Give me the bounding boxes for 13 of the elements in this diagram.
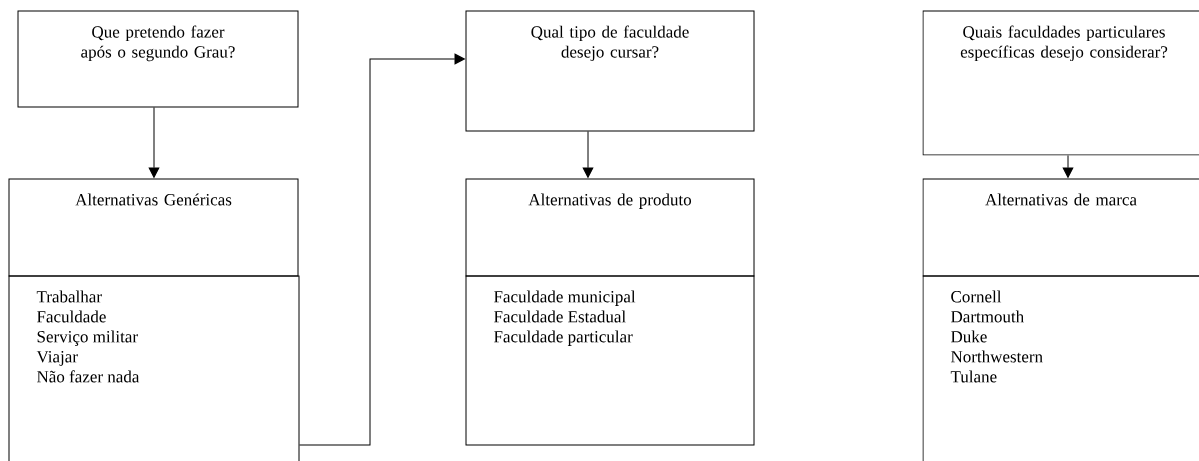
list-box: Trabalhar Faculdade Serviço militar Viajar Não fazer nada xyxy=(8,275,300,461)
arrow xyxy=(299,53,465,446)
arrow xyxy=(148,107,160,178)
heading-box: Alternativas de produto xyxy=(465,178,755,277)
arrow xyxy=(1062,155,1074,178)
heading-box: Alternativas de marca xyxy=(922,178,1199,277)
question-box: Que pretendo fazer após o segundo Grau? xyxy=(17,10,299,108)
question-box: Quais faculdades particulares específicas desejo considerar? xyxy=(922,10,1199,156)
question-box: Qual tipo de faculdade desejo cursar? xyxy=(465,10,755,132)
list-box: Cornell Dartmouth Duke Northwestern Tulane xyxy=(922,275,1199,461)
heading-box: Alternativas Genéricas xyxy=(8,178,299,277)
arrow xyxy=(582,131,594,178)
list-box: Faculdade municipal Faculdade Estadual Faculdade particular xyxy=(465,275,755,446)
